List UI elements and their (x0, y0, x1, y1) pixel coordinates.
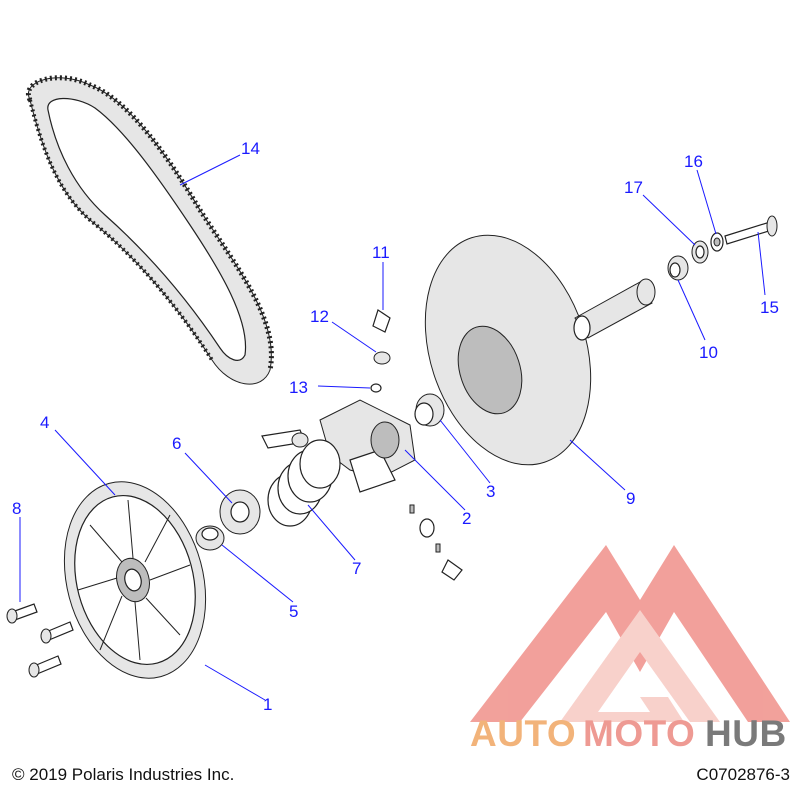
callout-7: 7 (352, 559, 361, 578)
washer-17 (691, 240, 709, 264)
watermark-logo (470, 545, 790, 722)
callout-15: 15 (760, 298, 779, 317)
spider-hardware (409, 504, 463, 581)
callout-5: 5 (289, 602, 298, 621)
callout-9: 9 (626, 489, 635, 508)
bushing-3 (414, 393, 445, 427)
callout-8: 8 (12, 499, 21, 518)
callout-2: 2 (462, 509, 471, 528)
roller-pin-11 (372, 309, 391, 333)
stationary-sheave (63, 481, 207, 679)
callout-13: 13 (289, 378, 308, 397)
leader-lines (19, 154, 766, 701)
callout-11: 11 (372, 243, 390, 262)
roller-12 (373, 351, 391, 365)
drive-belt (25, 75, 274, 385)
callout-6: 6 (172, 434, 181, 453)
bushing-5 (195, 525, 225, 551)
movable-sheave (424, 234, 592, 466)
callout-3: 3 (486, 482, 495, 501)
clip-13 (370, 383, 382, 393)
bolt-15 (724, 215, 778, 245)
callout-16: 16 (684, 152, 703, 171)
spider-assembly (261, 399, 416, 493)
diagram-part-code: C0702876-3 (696, 765, 790, 784)
spline-shaft (573, 278, 656, 341)
callout-14: 14 (241, 139, 260, 158)
watermark-brand-auto: AUTO (470, 713, 577, 754)
watermark-brand-hub: HUB (705, 713, 787, 754)
callout-1: 1 (263, 695, 272, 714)
spring (267, 439, 341, 527)
bushing-10 (667, 255, 689, 281)
callout-numbers: 1 2 3 4 5 6 7 8 9 10 11 12 13 14 15 16 1… (12, 139, 779, 714)
callout-10: 10 (699, 343, 718, 362)
callout-17: 17 (624, 178, 643, 197)
copyright-notice: © 2019 Polaris Industries Inc. (12, 765, 235, 784)
callout-4: 4 (40, 413, 49, 432)
watermark-brand-moto: MOTO (583, 713, 696, 754)
washer-16 (710, 232, 724, 252)
callout-12: 12 (310, 307, 329, 326)
bolts-8 (6, 603, 74, 678)
